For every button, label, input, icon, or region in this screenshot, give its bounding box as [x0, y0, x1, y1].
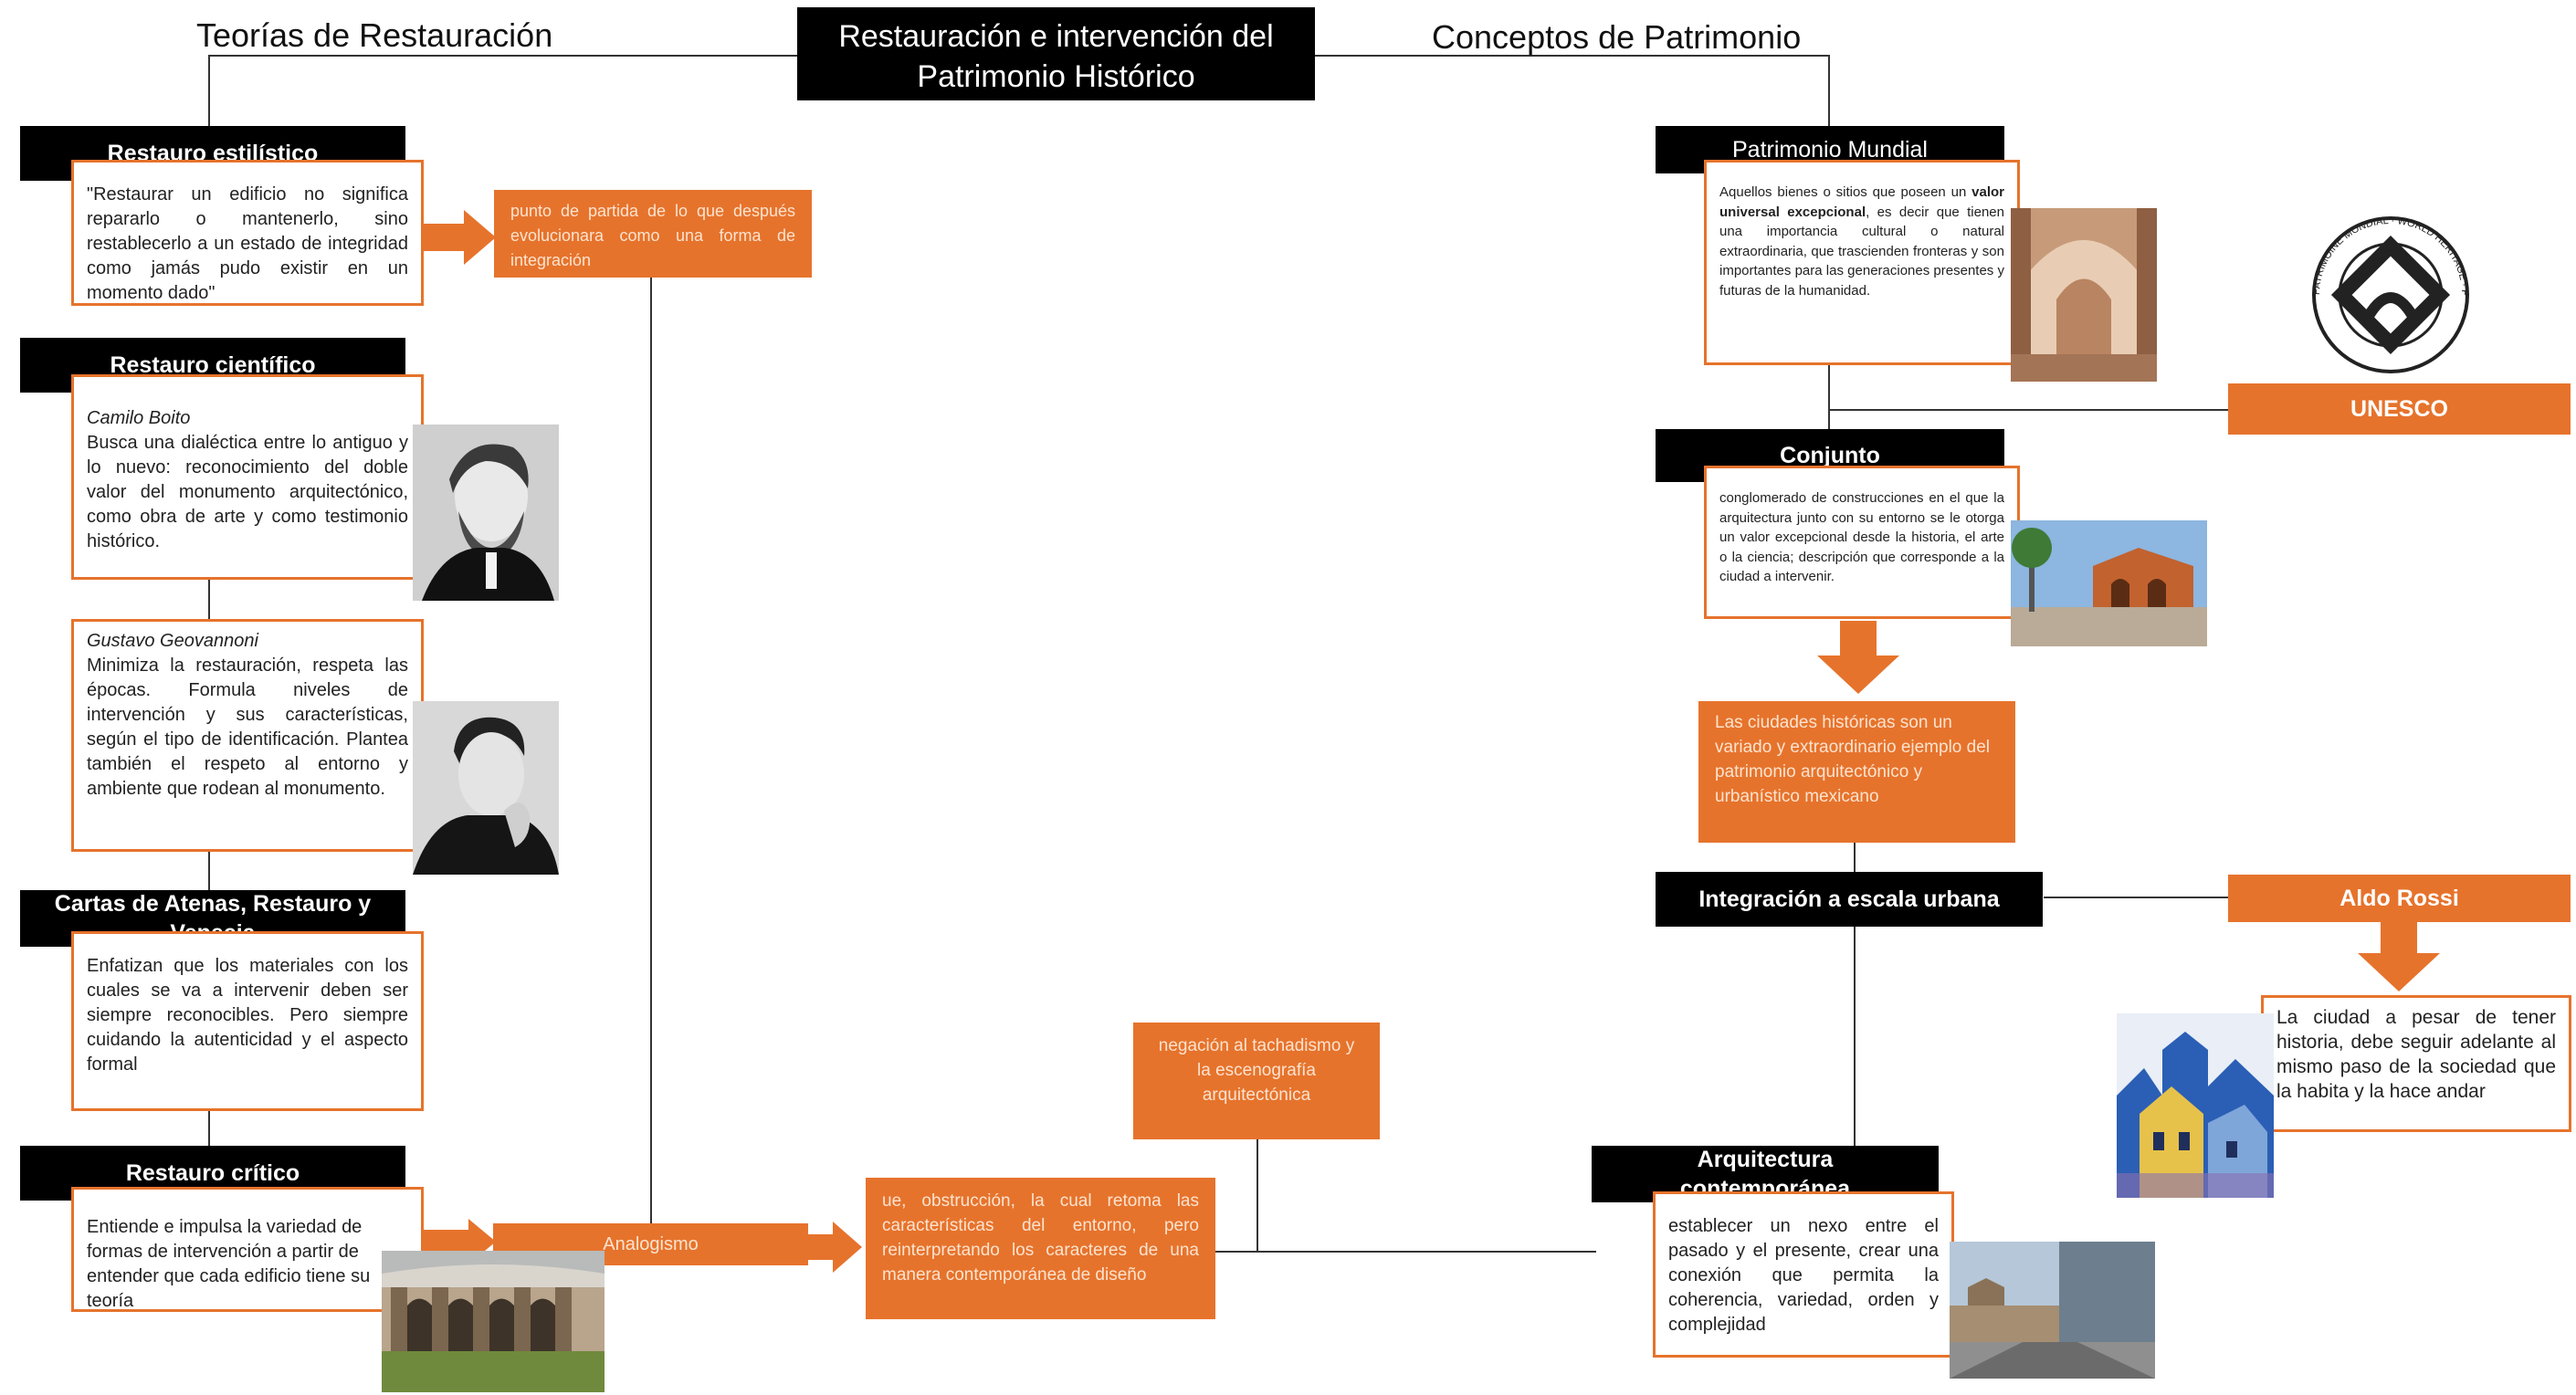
photo-gustavo-giovannoni: [413, 701, 559, 875]
photo-rossi-sketch: [2117, 1013, 2274, 1198]
label-integracion-urbana: Integración a escala urbana: [1656, 872, 2043, 927]
photo-historic-town: [2011, 520, 2207, 646]
text-restauro-critico: Entiende e impulsa la variedad de formas…: [71, 1187, 424, 1312]
text-restauro-estilistico: "Restaurar un edificio no significa repa…: [71, 160, 424, 306]
unesco-world-heritage-emblem: PATRIMOINE MONDIAL · WORLD HERITAGE · PA…: [2292, 208, 2470, 373]
label-aldo-rossi: Aldo Rossi: [2228, 875, 2571, 922]
text-cartas: Enfatizan que los materiales con los cua…: [71, 931, 424, 1111]
connector-title-right: [1315, 55, 1829, 57]
text-conjunto: conglomerado de construcciones en el que…: [1704, 466, 2020, 619]
photo-camilo-boito: [413, 425, 559, 601]
text-patrimonio-mundial: Aquellos bienes o sitios que poseen un v…: [1704, 160, 2020, 365]
boito-text: Busca una dialéctica entre lo antiguo y …: [87, 433, 408, 551]
label-unesco: UNESCO: [2228, 383, 2571, 435]
text-analogismo: ue, obstrucción, la cual retoma las cara…: [866, 1178, 1215, 1319]
connector-contemporanea: [1213, 1251, 1596, 1253]
connector-right-spine-a: [1828, 365, 1830, 431]
main-title: Restauración e intervención del Patrimon…: [797, 7, 1315, 100]
left-heading: Teorías de Restauración: [196, 16, 553, 54]
mundial-text-post: , es decir que tienen una importancia cu…: [1719, 204, 2004, 299]
photo-contemporary-street: [1950, 1242, 2155, 1379]
arrow-conjunto-down: [1817, 621, 1899, 694]
mundial-text-pre: Aquellos bienes o sitios que poseen un: [1719, 184, 1972, 200]
giovannoni-text: Minimiza la restauración, respeta las ép…: [87, 656, 408, 799]
arrow-rossi-down: [2358, 920, 2440, 991]
arrow-estilistico: [423, 210, 496, 265]
giovannoni-name: Gustavo Geovannoni: [87, 631, 258, 651]
text-arquitectura-contemporanea: establecer un nexo entre el pasado y el …: [1653, 1191, 1954, 1358]
text-giovannoni-box: Gustavo Geovannoni Minimiza la restaurac…: [71, 619, 424, 852]
text-camilo-boito-box: Camilo Boito Busca una dialéctica entre …: [71, 374, 424, 580]
photo-cloister: [382, 1251, 605, 1392]
connector-unesco: [1828, 409, 2230, 411]
connector-left-spine-top: [208, 55, 210, 128]
note-ciudades-historicas: Las ciudades históricas son un variado y…: [1698, 701, 2015, 843]
photo-cathedral-interior: [2011, 208, 2157, 382]
connector-right-spine-b: [1854, 840, 1856, 1242]
note-estilistico: punto de partida de lo que después evolu…: [494, 190, 812, 278]
boito-name: Camilo Boito: [87, 408, 191, 428]
connector-title-left: [208, 55, 797, 57]
connector-right-spine-top: [1828, 55, 1830, 128]
arrow-analogismo: [807, 1222, 862, 1273]
note-negacion: negación al tachadismo y la escenografía…: [1133, 1023, 1380, 1139]
right-heading: Conceptos de Patrimonio: [1432, 18, 1802, 56]
text-aldo-rossi: La ciudad a pesar de tener historia, deb…: [2261, 995, 2571, 1132]
mundial-text-bold: valor universal excepcional: [1719, 184, 2004, 220]
connector-negacion: [1256, 1137, 1258, 1251]
connector-estilistico-note: [650, 274, 652, 1223]
connector-rossi: [2044, 897, 2231, 898]
